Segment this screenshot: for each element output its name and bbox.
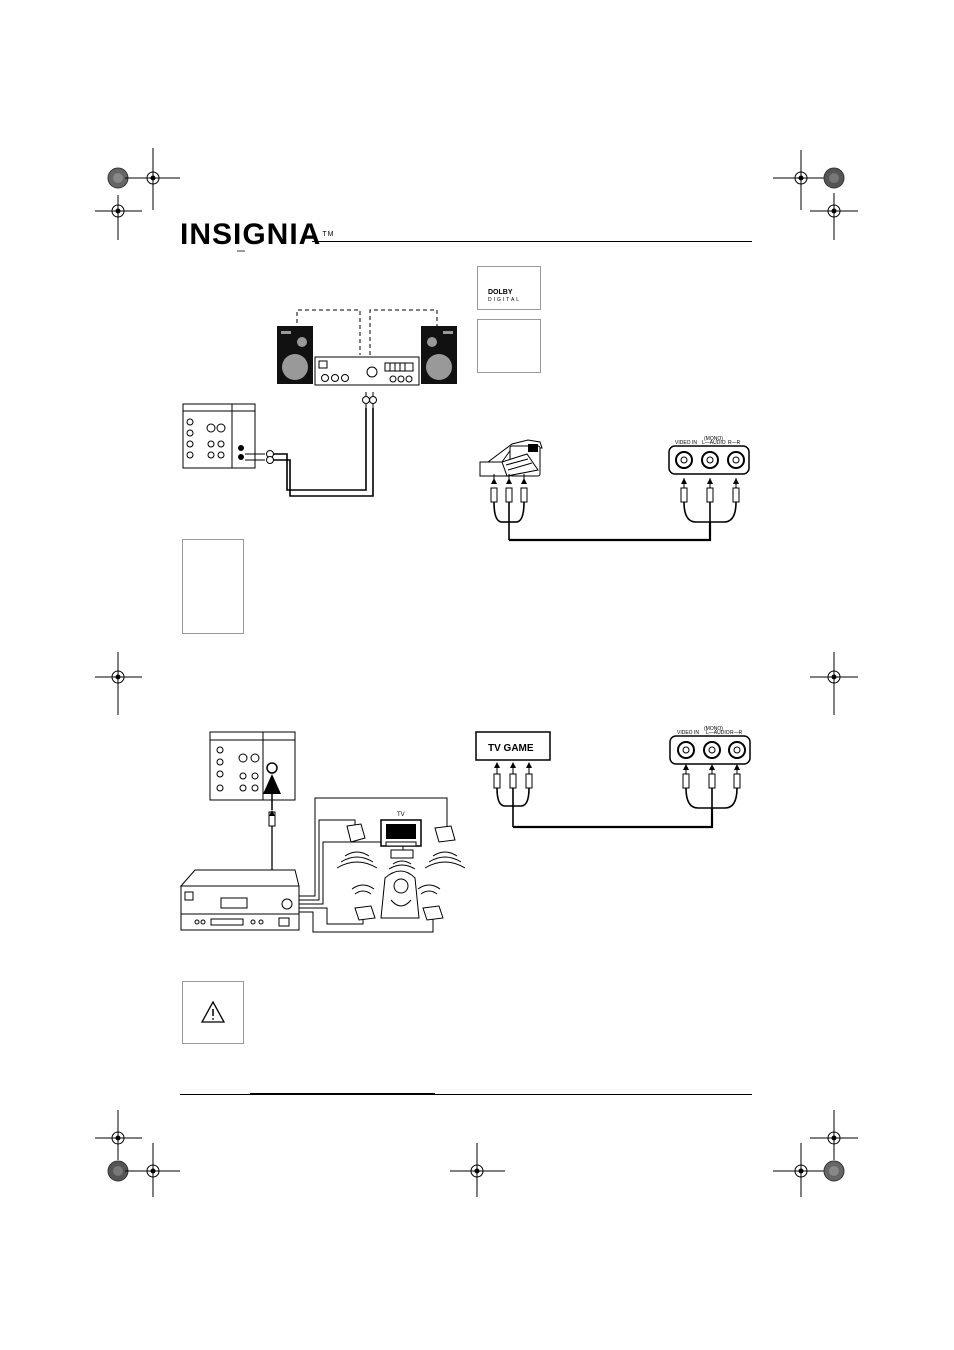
dolby-text: DOLBY bbox=[488, 289, 513, 296]
label-r: R—R bbox=[728, 440, 741, 446]
registration-mark-icon bbox=[810, 193, 858, 240]
registration-mark-icon bbox=[95, 652, 142, 715]
header-rule bbox=[312, 241, 752, 242]
color-target-icon bbox=[823, 1160, 845, 1182]
mid-right-registration-mark bbox=[810, 652, 858, 715]
label-audio: L—AUDIO bbox=[702, 440, 726, 446]
amplifier bbox=[314, 356, 420, 386]
color-target-icon bbox=[107, 1160, 129, 1182]
logo-text: INSIGNIA bbox=[180, 218, 322, 251]
tv-icon bbox=[380, 819, 422, 847]
logo-underline bbox=[237, 250, 245, 252]
trademark: TM bbox=[322, 231, 335, 238]
dolby-digital-logo: DOLBY DIGITAL bbox=[477, 266, 541, 310]
sound-waves bbox=[336, 851, 465, 895]
note-box bbox=[477, 319, 541, 373]
label-mono: (MONO) bbox=[704, 436, 723, 442]
registration-mark-icon bbox=[810, 1110, 858, 1160]
left-speaker bbox=[277, 326, 313, 384]
registration-mark-icon bbox=[125, 148, 180, 210]
label-mono: (MONO) bbox=[704, 726, 723, 732]
listener-icon bbox=[380, 870, 420, 919]
registration-mark-icon bbox=[773, 150, 830, 210]
front-left-speaker bbox=[346, 823, 366, 843]
tv-label: TV bbox=[397, 812, 405, 818]
label-audio: L—AUDIO bbox=[706, 730, 730, 736]
footer-rule bbox=[180, 1094, 752, 1095]
rear-right-speaker bbox=[422, 905, 444, 921]
digital-text: DIGITAL bbox=[488, 297, 522, 303]
registration-mark-icon bbox=[95, 1110, 142, 1160]
center-speaker bbox=[390, 849, 414, 859]
tv-rear-panel bbox=[209, 731, 296, 801]
registration-mark-icon bbox=[125, 1143, 180, 1197]
registration-mark-icon bbox=[773, 1143, 830, 1197]
top-registration-marks bbox=[95, 148, 858, 240]
right-speaker bbox=[421, 326, 457, 384]
front-right-speaker bbox=[434, 825, 456, 843]
surround-sound-diagram: TV bbox=[179, 731, 465, 933]
color-target-icon bbox=[823, 167, 845, 189]
footer-rule-accent bbox=[250, 1093, 435, 1095]
camcorder-icon bbox=[479, 439, 543, 477]
warning-icon bbox=[200, 1000, 226, 1023]
label-video-in: VIDEO IN bbox=[677, 730, 699, 736]
av-input-panel: VIDEO IN (MONO) L—AUDIO R—R bbox=[668, 436, 750, 475]
tv-game-label: TV GAME bbox=[488, 743, 534, 754]
bottom-registration-marks bbox=[95, 1110, 858, 1197]
tv-game-box bbox=[475, 731, 551, 761]
label-r: R—R bbox=[730, 730, 743, 736]
mid-left-registration-mark bbox=[95, 652, 142, 715]
registration-mark-icon bbox=[810, 652, 858, 715]
registration-mark-icon bbox=[450, 1143, 505, 1197]
note-box bbox=[182, 539, 244, 634]
tv-rear-panel bbox=[182, 403, 256, 469]
av-input-panel: VIDEO IN (MONO) L—AUDIO R—R bbox=[669, 726, 751, 765]
stereo-amplifier-diagram bbox=[182, 309, 457, 497]
label-video-in: VIDEO IN bbox=[675, 440, 697, 446]
av-receiver bbox=[179, 869, 300, 931]
warning-box bbox=[182, 981, 244, 1044]
rear-left-speaker bbox=[354, 905, 376, 921]
camcorder-connection-diagram: VIDEO IN (MONO) L—AUDIO R—R bbox=[479, 436, 750, 542]
brand-logo: INSIGNIATM bbox=[180, 220, 334, 250]
tv-game-connection-diagram: TV GAME VIDEO IN (MONO) L—AUDIO R—R bbox=[475, 726, 751, 829]
registration-mark-icon bbox=[95, 195, 142, 240]
